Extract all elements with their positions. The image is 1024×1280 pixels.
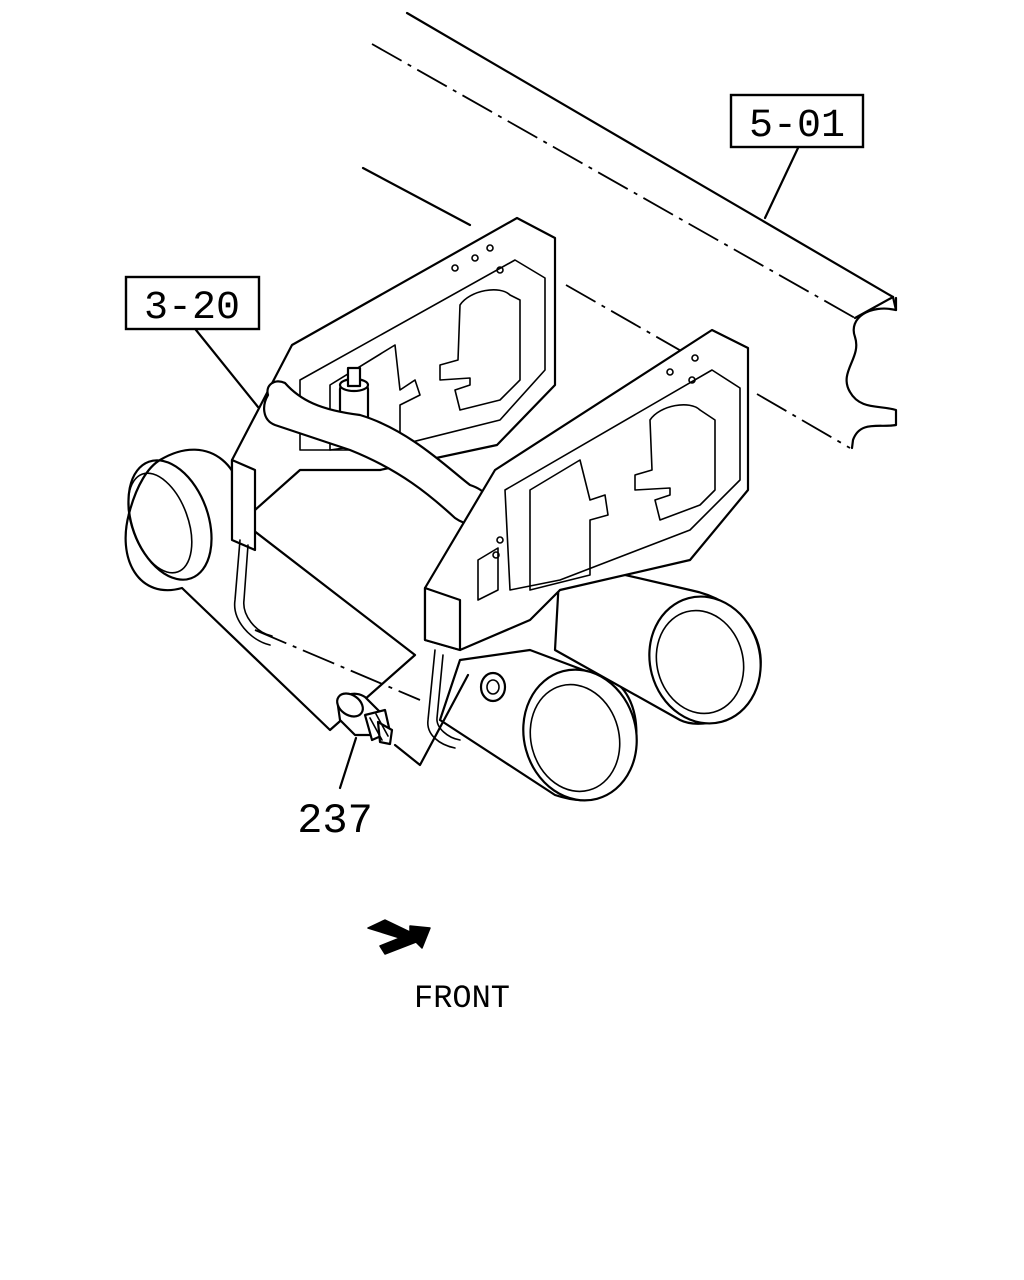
frame-rail xyxy=(361,11,898,450)
tank-left xyxy=(124,448,417,732)
callout-3-20: 3-20 xyxy=(124,275,261,331)
leader-line-237 xyxy=(338,736,358,790)
callout-5-01: 5-01 xyxy=(729,93,865,149)
mounting-port xyxy=(479,671,507,703)
callout-5-01-label: 5-01 xyxy=(749,104,845,149)
front-direction-arrow-icon xyxy=(367,919,431,955)
callout-3-20-label: 3-20 xyxy=(144,286,240,331)
tank-rear-right xyxy=(553,558,762,725)
assembly-lines xyxy=(254,629,470,767)
front-label: FRONT xyxy=(414,980,510,1017)
bracket-plate-front xyxy=(423,328,750,652)
leader-line-3-20 xyxy=(194,328,260,409)
leader-line-5-01 xyxy=(763,146,800,220)
part-number-237: 237 xyxy=(297,797,373,845)
fitting-part-237 xyxy=(336,692,394,746)
